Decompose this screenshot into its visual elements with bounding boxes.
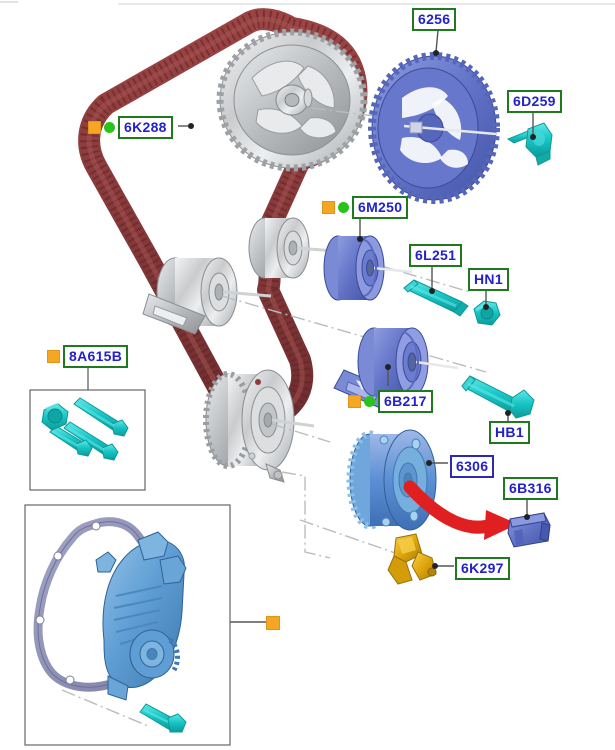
callout-6306[interactable]: 6306 [450,455,495,478]
green-circle-marker [364,396,375,407]
crankshaft-sprocket-installed [203,369,315,483]
callout-6K288[interactable]: 6K288 [88,116,173,139]
idler-pulley-part [323,235,413,301]
orange-square-marker [266,616,280,630]
part-number-tag[interactable]: 6256 [412,8,457,31]
orange-square-marker [88,121,101,134]
orange-square-marker [322,201,335,214]
callout-HN1[interactable]: HN1 [468,268,509,291]
bolt-kit-inset [29,363,146,491]
callout-6D259[interactable]: 6D259 [507,90,562,113]
camshaft-sprocket-installed [216,28,368,172]
crankshaft-pulley-part [346,429,437,531]
callout-6256[interactable]: 6256 [412,8,457,31]
assembly-direction-arrow [403,480,518,540]
part-number-tag-selected[interactable]: 6306 [450,455,495,478]
water-pump-inset [24,504,266,746]
green-circle-marker [104,122,115,133]
guide-bracket-part [507,512,551,548]
part-number-tag[interactable]: 6K288 [118,116,173,139]
water-pump-assembly-marker[interactable] [266,616,280,630]
part-number-tag[interactable]: HB1 [489,421,530,444]
callout-6M250[interactable]: 6M250 [322,196,409,219]
belt-guide-part [387,533,437,585]
nut-part [473,300,501,326]
part-number-tag[interactable]: HN1 [468,268,509,291]
belt-tensioner-part [333,327,459,409]
callout-6B316[interactable]: 6B316 [503,477,558,500]
camshaft-pulley-bolt-part [506,122,553,166]
part-number-tag[interactable]: 6L251 [409,244,463,267]
callout-6B217[interactable]: 6B217 [348,390,433,413]
callout-8A615B[interactable]: 8A615B [47,345,129,368]
water-pump-body [95,531,187,701]
part-number-tag[interactable]: 8A615B [63,345,129,368]
orange-square-marker [47,350,60,363]
idler-pulley-installed-middle [142,257,272,335]
crank-to-guide-leader [281,471,331,559]
green-circle-marker [338,202,349,213]
orange-square-marker [348,395,361,408]
part-number-tag[interactable]: 6K297 [455,557,510,580]
tensioner-bolt-part [461,375,535,419]
part-number-tag[interactable]: 6B217 [378,390,433,413]
part-number-tag[interactable]: 6M250 [352,196,409,219]
part-number-tag[interactable]: 6D259 [507,90,562,113]
idler-pulley-installed-upper [248,217,336,279]
idler-pulley-bolt-part [403,279,469,317]
camshaft-pulley-part [368,52,500,204]
callout-6K297[interactable]: 6K297 [455,557,510,580]
part-number-tag[interactable]: 6B316 [503,477,558,500]
callout-HB1[interactable]: HB1 [489,421,530,444]
water-pump-bolt-lower [139,703,187,733]
callout-6L251[interactable]: 6L251 [409,244,463,267]
